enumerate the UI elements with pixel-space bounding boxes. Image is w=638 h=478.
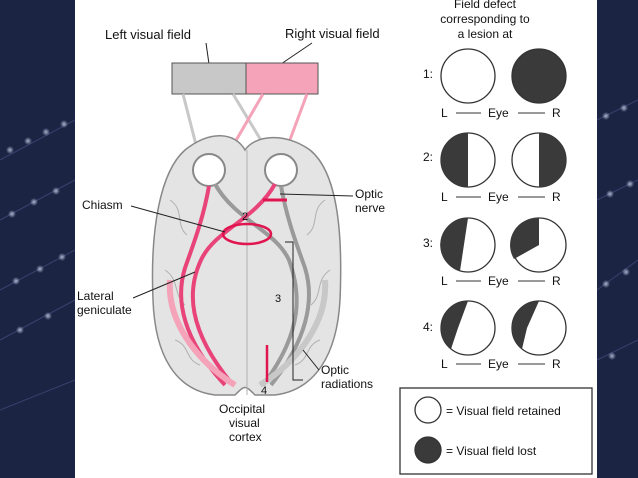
diagram-panel: Left visual field Right visual field [75, 0, 597, 478]
right-eye-letter: R [552, 190, 561, 204]
occipital-label-2: visual [229, 416, 260, 430]
optic-radiations-leader [302, 349, 320, 371]
left-eye-field-icon [440, 48, 496, 104]
row-number: 3: [423, 236, 433, 250]
brain-gyri [164, 150, 331, 395]
eye-label: Eye [488, 357, 509, 371]
gray-visual-pathway [213, 183, 311, 387]
eye-label: Eye [488, 106, 509, 120]
lesion-3-bracket [285, 241, 303, 381]
defect-row-3: 3: L Eye R [423, 217, 567, 288]
lateral-geniculate-label-2: geniculate [77, 303, 132, 317]
right-eye-letter: R [552, 274, 561, 288]
lateral-geniculate-label-1: Lateral [77, 289, 114, 303]
right-visual-field-label: Right visual field [285, 26, 380, 41]
defect-row-1: 1: L Eye R [423, 48, 567, 120]
lesion-number-3: 3 [275, 293, 281, 305]
occipital-label-3: cortex [229, 430, 262, 444]
left-field-leader [205, 42, 210, 65]
left-eye-letter: L [441, 106, 448, 120]
defects-title-2: corresponding to [440, 12, 530, 26]
lesion-number-4: 4 [261, 385, 267, 397]
row-number: 4: [423, 320, 433, 334]
right-eye-letter: R [552, 357, 561, 371]
optic-nerve-label-1: Optic [355, 187, 383, 201]
optic-radiations-label-2: radiations [321, 377, 373, 391]
legend-lost: = Visual field lost [446, 444, 537, 458]
left-eye-icon [192, 153, 226, 187]
eye-label: Eye [488, 190, 509, 204]
gray-radiation-loop [258, 279, 329, 388]
defect-row-4: 4: L Eye R [423, 300, 567, 371]
chiasm-label: Chiasm [82, 198, 123, 212]
lesion-number-2: 2 [242, 211, 248, 223]
row-number: 2: [423, 150, 433, 164]
chiasm-leader [130, 205, 226, 233]
legend: = Visual field retained = Visual field l… [399, 387, 593, 475]
optic-nerve-label-2: nerve [355, 201, 385, 215]
eye-label: Eye [488, 274, 509, 288]
optic-radiations-label-1: Optic [321, 363, 349, 377]
left-eye-letter: L [441, 357, 448, 371]
left-eye-letter: L [441, 190, 448, 204]
lateral-geniculate-leader [132, 271, 196, 299]
left-visual-field-box [171, 62, 247, 95]
pink-radiation-loop [166, 279, 237, 388]
right-eye-icon [264, 153, 298, 187]
defects-title-1: Field defect [454, 0, 517, 11]
right-eye-letter: R [552, 106, 561, 120]
defect-row-2: 2: L Eye R [423, 132, 567, 204]
row-number: 1: [423, 67, 433, 81]
legend-retained: = Visual field retained [446, 404, 561, 418]
lost-swatch-icon [414, 436, 442, 464]
left-visual-field-label: Left visual field [105, 27, 191, 42]
retained-swatch-icon [414, 396, 442, 424]
occipital-label-1: Occipital [219, 402, 265, 416]
defects-title-3: a lesion at [458, 27, 513, 41]
right-eye-field-icon [511, 48, 567, 104]
chiasm-lesion-marker [221, 222, 273, 246]
right-visual-field-box [245, 62, 319, 95]
optic-nerve-leader [279, 193, 354, 197]
visual-pathway-diagram: Left visual field Right visual field [77, 0, 593, 475]
right-field-leader [280, 42, 313, 65]
left-eye-letter: L [441, 274, 448, 288]
